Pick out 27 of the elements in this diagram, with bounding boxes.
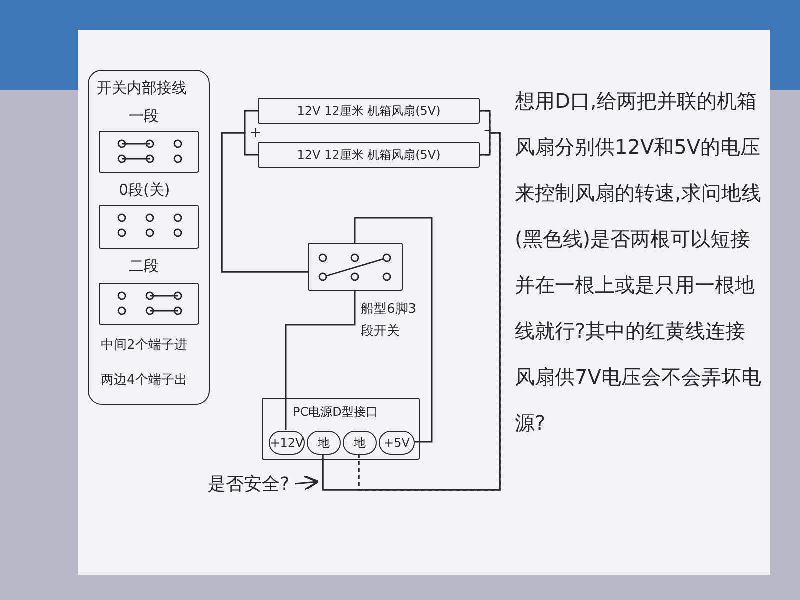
terminal-pin: +5V: [379, 431, 415, 455]
question-text: 是否安全?: [205, 470, 293, 498]
terminal-pin: +12V: [269, 431, 305, 455]
polarity-label: -: [484, 120, 490, 139]
note-text: 中间2个端子进: [101, 337, 188, 354]
wire: [354, 217, 433, 443]
switch-state-box: [99, 283, 199, 325]
fan-box: 12V 12厘米 机箱风扇(5V): [258, 142, 480, 168]
switch-state-box: [99, 131, 199, 173]
wire: [285, 291, 356, 430]
switch-position-label: 二段: [129, 257, 159, 276]
switch-state-box: [99, 205, 199, 249]
info-panel: [88, 70, 210, 405]
switch-box: [308, 243, 403, 291]
note-text: 两边4个端子出: [101, 372, 188, 389]
switch-caption: 船型6脚3段开关: [361, 301, 417, 341]
arrow: [294, 475, 320, 491]
polarity-label: +: [250, 125, 262, 141]
switch-position-label: 0段(关): [119, 181, 170, 200]
connector-heading: PC电源D型接口: [293, 404, 378, 421]
connector-box: [262, 398, 420, 460]
terminal-pin: 地: [343, 431, 377, 455]
terminal-pin: 地: [307, 431, 341, 455]
question-paragraph: 想用D口,给两把并联的机箱风扇分别供12V和5V的电压来控制风扇的转速,求问地线(黑色线)是否两根可以短接并在一根上或是只用一根地线就行?其中的红黄线连接风扇供7V电压会不会弄坏电源?: [515, 88, 762, 437]
switch-position-label: 一段: [129, 107, 159, 126]
fan-box: 12V 12厘米 机箱风扇(5V): [258, 98, 480, 124]
panel-heading: 开关内部接线: [97, 79, 187, 98]
